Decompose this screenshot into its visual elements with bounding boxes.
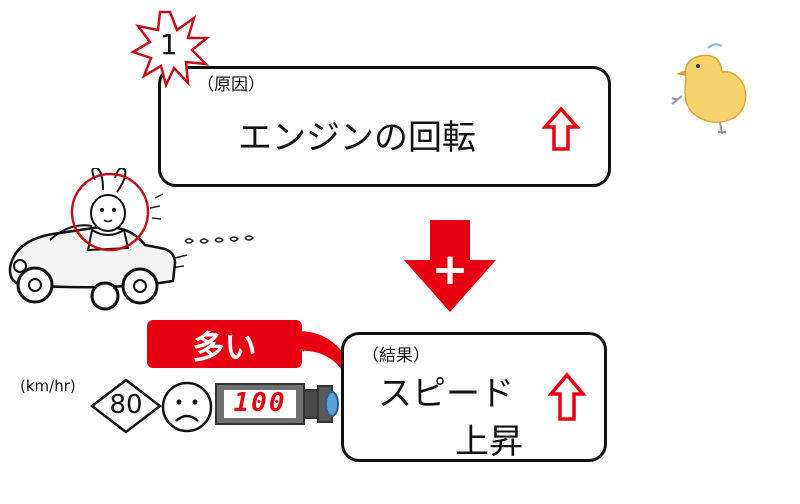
chick-illustration — [668, 40, 756, 135]
rabbit-car-illustration — [0, 168, 270, 328]
result-tag: （結果） — [362, 341, 430, 366]
sad-face-icon — [160, 380, 214, 434]
up-arrow-icon — [548, 372, 586, 422]
speed-meter-display: 100 — [224, 388, 296, 418]
plus-symbol: + — [426, 248, 474, 292]
up-arrow-icon — [542, 106, 580, 152]
badge-number: 1 — [160, 28, 178, 61]
speed-sign-value: 80 — [90, 390, 162, 420]
result-line1: スピード — [378, 366, 514, 415]
speed-unit-label: (km/hr) — [20, 377, 76, 395]
cause-text: エンジンの回転 — [238, 110, 476, 159]
result-line2: 上昇 — [455, 414, 523, 463]
callout-text: 多い — [147, 322, 302, 368]
